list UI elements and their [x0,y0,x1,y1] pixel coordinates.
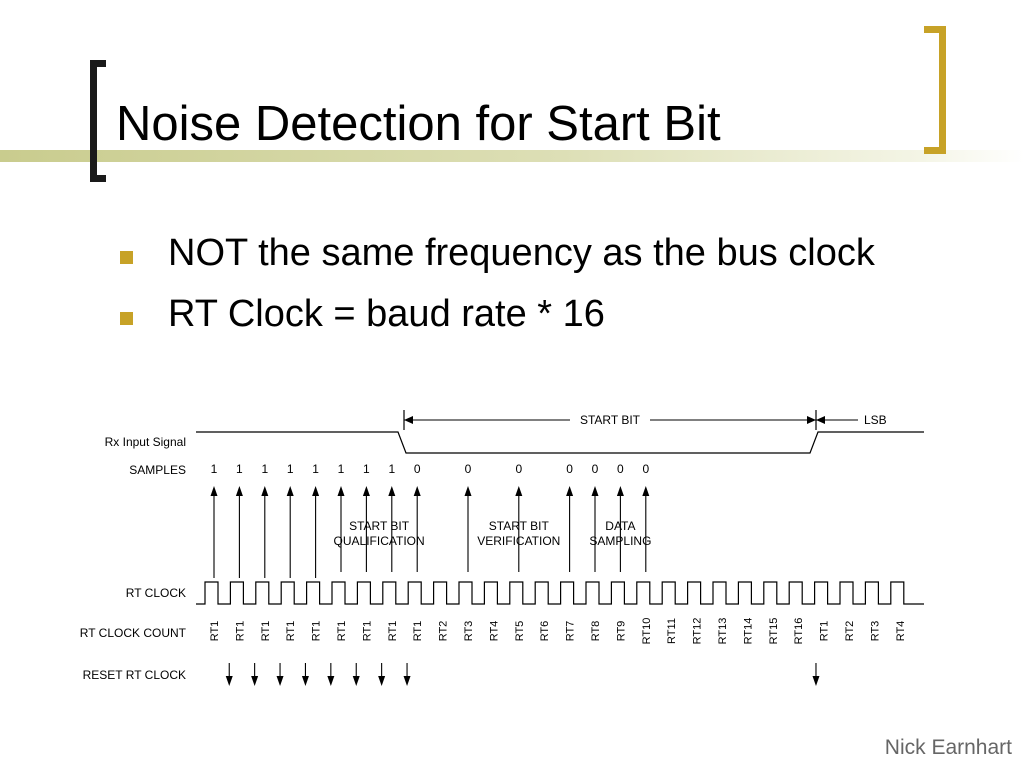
rt-count-label: RT3 [463,621,475,642]
author-footer: Nick Earnhart [884,736,1012,759]
rt-count-label: RT11 [666,618,678,644]
reset-arrowhead [327,676,335,686]
reset-arrowhead [812,676,820,686]
start-bit-label: START BIT [580,413,641,427]
reset-arrowhead [225,676,233,686]
sample-arrowhead [261,486,269,496]
rt-clock-waveform [196,581,924,605]
rt-count-label: RT1 [234,621,246,642]
sample-arrowhead [337,486,345,496]
right-bracket-decoration [924,26,946,154]
reset-arrowhead [251,676,259,686]
bullet-text: NOT the same frequency as the bus clock [168,232,875,274]
group-label-line1: START BIT [349,519,410,533]
sample-value: 0 [515,462,522,476]
rt-count-label: RT2 [844,621,856,642]
square-bullet-icon [120,312,133,325]
sample-value: 0 [617,462,624,476]
slide-title: Noise Detection for Start Bit [116,97,721,151]
sample-arrowhead [362,486,370,496]
lsb-label: LSB [864,413,887,427]
sample-arrowhead [312,486,320,496]
title-accent-bar [0,150,1024,162]
row-label-reset-rt-clock: RESET RT CLOCK [83,668,186,682]
rt-count-label: RT1 [311,621,323,642]
rt-count-label: RT16 [793,618,805,645]
sample-arrowhead [388,486,396,496]
row-label-rx-input: Rx Input Signal [105,435,186,449]
rt-count-label: RT1 [387,621,399,642]
reset-arrowhead [403,676,411,686]
reset-arrowhead [378,676,386,686]
sample-arrowhead [591,486,599,496]
sample-value: 1 [211,462,218,476]
group-label-line2: QUALIFICATION [334,534,425,548]
rt-count-label: RT2 [438,621,450,642]
sample-value: 1 [363,462,370,476]
sample-arrowhead [515,486,523,496]
row-label-rt-clock: RT CLOCK [126,586,186,600]
sample-arrowhead [235,486,243,496]
sample-value: 1 [312,462,319,476]
rt-count-label: RT4 [488,621,500,642]
square-bullet-icon [120,251,133,264]
rt-count-label: RT1 [819,621,831,642]
start-bit-left-arrowhead [404,416,413,424]
sample-value: 0 [642,462,649,476]
sample-arrowhead [413,486,421,496]
rt-count-label: RT13 [717,618,729,645]
rt-count-label: RT3 [869,621,881,642]
sample-arrowhead [210,486,218,496]
rt-count-label: RT5 [514,621,526,642]
rx-input-waveform [196,431,924,454]
sample-value: 0 [465,462,472,476]
sample-arrowhead [616,486,624,496]
sample-value: 0 [566,462,573,476]
bullet-text: RT Clock = baud rate * 16 [168,293,605,335]
sample-arrowhead [642,486,650,496]
sample-value: 0 [414,462,421,476]
rt-count-label: RT14 [742,618,754,645]
sample-value: 1 [338,462,345,476]
rt-count-label: RT1 [209,621,221,642]
rt-count-label: RT10 [641,618,653,645]
sample-arrowhead [286,486,294,496]
sample-arrowhead [464,486,472,496]
reset-arrowhead [352,676,360,686]
sample-value: 1 [287,462,294,476]
bullet-item: RT Clock = baud rate * 16 [120,291,920,338]
rt-count-label: RT15 [768,618,780,645]
rt-count-label: RT1 [285,621,297,642]
left-bracket-decoration [90,60,106,182]
group-label-line2: VERIFICATION [477,534,560,548]
rt-count-label: RT1 [260,621,272,642]
sample-arrowhead [566,486,574,496]
sample-value: 1 [261,462,268,476]
bullet-item: NOT the same frequency as the bus clock [120,230,920,277]
sample-value: 1 [388,462,395,476]
row-label-samples: SAMPLES [129,463,186,477]
sample-value: 0 [592,462,599,476]
sample-value: 1 [236,462,243,476]
rt-count-label: RT9 [615,621,627,642]
row-label-rt-clock-count: RT CLOCK COUNT [80,626,187,640]
bullet-list: NOT the same frequency as the bus clock … [120,230,920,352]
group-label-line1: START BIT [489,519,550,533]
rt-count-label: RT4 [895,621,907,642]
lsb-arrowhead [816,416,825,424]
rt-count-label: RT1 [412,621,424,642]
group-label-line2: SAMPLING [589,534,651,548]
rt-count-label: RT6 [539,621,551,642]
rt-count-label: RT1 [361,621,373,642]
rt-count-label: RT7 [565,621,577,642]
start-bit-right-arrowhead [807,416,816,424]
group-label-line1: DATA [605,519,635,533]
rt-count-label: RT12 [692,618,704,645]
reset-arrowhead [301,676,309,686]
reset-arrowhead [276,676,284,686]
rt-count-label: RT1 [336,621,348,642]
rt-count-label: RT8 [590,621,602,642]
